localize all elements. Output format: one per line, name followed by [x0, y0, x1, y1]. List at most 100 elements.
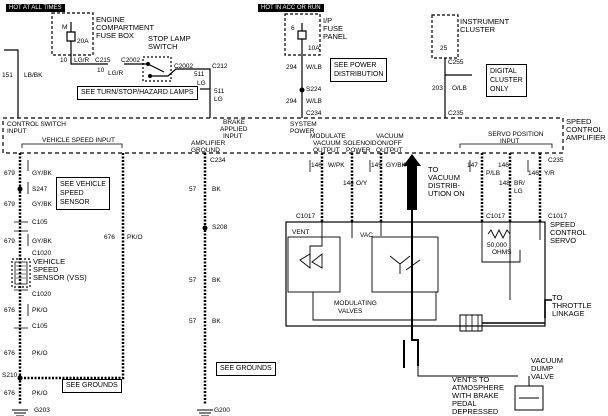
hot-in-acc-run-label: HOT IN ACC OR RUN [258, 4, 324, 12]
wire-511a-color: LG [197, 80, 206, 87]
amp-sol-2: POWER [346, 147, 371, 154]
wire-679c-label: 679 [4, 238, 15, 245]
wire-146b-label: 146 [498, 162, 509, 169]
vss-note-3: SENSOR [60, 199, 90, 206]
power-dist-note: SEE POWER DISTRIBUTION [330, 58, 388, 82]
vac-label: VAC [360, 232, 373, 239]
g200-label: G200 [214, 407, 230, 414]
amp-title-1: SPEED [566, 117, 592, 126]
ip-fuse-num: 6 [291, 25, 295, 32]
wire-57b-label: 57 [189, 277, 197, 284]
stop-lamp-label-2: SWITCH [148, 42, 178, 51]
ip-panel-label-3: PANEL [323, 32, 348, 41]
resistor-label-1: 50,000 [487, 242, 507, 249]
amp-vo-1: VACUUM [376, 133, 404, 140]
wire-511b-label: 511 [214, 88, 225, 95]
wire-511b-color: LG [214, 96, 223, 103]
wire-144-color: O/Y [356, 180, 368, 187]
digital-note-1: DIGITAL [490, 68, 517, 75]
ip-panel-label-1: I/P [323, 16, 333, 25]
c1020a-label: C1020 [32, 250, 52, 257]
wire-676r-label: 676 [104, 234, 115, 241]
wire-679c-color: GY/BK [32, 238, 52, 245]
wire-57b-color: BK [212, 277, 221, 284]
c1020b-label: C1020 [32, 291, 52, 298]
amp-vo-3: OUTPUT [376, 147, 403, 154]
wire-511-lg [150, 68, 211, 118]
amp-sol-1: SOLENOID [343, 140, 377, 147]
throttle-2: THROTTLE [552, 301, 592, 310]
resistor-label-2: OHMS [492, 249, 512, 256]
throttle-3: LINKAGE [552, 309, 585, 318]
fuse-rating: 20A [77, 38, 89, 45]
ip-fuse-rating: 10A [308, 45, 320, 52]
wire-10b-color: LG/R [108, 70, 124, 77]
stop-lamp-label-1: STOP LAMP [148, 34, 191, 43]
amp-csi-2: INPUT [7, 128, 27, 135]
vss-label-1: VEHICLE [33, 257, 66, 266]
servo-outline [285, 221, 546, 327]
wire-10a-label: 10 [60, 57, 68, 64]
c105b-label: C105 [32, 323, 48, 330]
amp-title-3: AMPLIFIER [566, 133, 606, 142]
digital-note-3: ONLY [490, 86, 509, 93]
mod-valves-1: MODULATING [334, 300, 377, 307]
ip-fuse-panel-outline [284, 13, 321, 56]
throttle-1: TO [552, 293, 563, 302]
wire-676-pko [22, 153, 125, 380]
c235a-label: C235 [448, 110, 464, 117]
dump-valve-2: DUMP [531, 364, 554, 373]
wire-294b-color: W/LB [306, 98, 322, 105]
wire-294b-label: 294 [286, 98, 297, 105]
cluster-pin: 25 [440, 45, 448, 52]
stop-lamp-switch-blade [147, 63, 165, 73]
to-vacuum-1: TO [428, 165, 439, 174]
to-vacuum-4: UTION ON [428, 189, 465, 198]
wire-676c-label: 676 [4, 390, 15, 397]
vent-label: VENT [292, 229, 310, 236]
amp-bai-2: APPLIED [220, 126, 248, 133]
digital-cluster-note: DIGITAL CLUSTER ONLY [486, 64, 527, 97]
wire-145-label: 145 [371, 162, 382, 169]
vss-note-2: SPEED [60, 190, 84, 197]
wire-151 [4, 49, 19, 118]
amp-sp-2: POWER [290, 128, 315, 135]
amp-spi-1: SERVO POSITION [488, 131, 544, 138]
wire-676c-color: PK/O [32, 390, 48, 397]
wire-146a-color: W/PK [328, 162, 345, 169]
engine-fuse-box-outline [51, 12, 94, 56]
c215-label: C215 [95, 57, 111, 64]
vss-note-1: SEE VEHICLE [60, 181, 106, 188]
c1017b-label: C1017 [486, 213, 506, 220]
wire-676b-color: PK/O [32, 350, 48, 357]
c1017c-label: C1017 [548, 213, 568, 220]
wire-679a-color: GY/BK [32, 170, 52, 177]
amp-vo-2: ON/OFF [377, 140, 402, 147]
wire-148-color-1: BR/ [514, 180, 525, 187]
wire-57c-color: BK [212, 318, 221, 325]
power-dist-note-1: SEE POWER [334, 62, 377, 69]
vents-5: DEPRESSED [452, 407, 499, 416]
wire-57a-label: 57 [189, 186, 197, 193]
amp-csi-1: CONTROL SWITCH [7, 121, 66, 128]
wire-147-label: 147 [467, 162, 478, 169]
g203-label: G203 [34, 407, 50, 414]
mod-valves-2: VALVES [338, 308, 363, 315]
vents-3: WITH BRAKE [452, 391, 499, 400]
dump-valve-1: VACUUM [531, 356, 563, 365]
wire-203-label: 203 [432, 85, 443, 92]
c2002b-label: C2002 [174, 63, 194, 70]
wire-10a-color: LG/R [74, 57, 90, 64]
wire-294a-label: 294 [286, 64, 297, 71]
hot-at-all-times-label: HOT AT ALL TIMES [6, 4, 65, 12]
amp-ag-2: GROUND [191, 147, 220, 154]
wire-294a-color: W/LB [306, 64, 322, 71]
c1017a-label: C1017 [296, 213, 316, 220]
c2002a-label: C2002 [121, 57, 141, 64]
fuse-box-title-2: COMPARTMENT [96, 23, 155, 32]
wire-679b-label: 679 [4, 201, 15, 208]
wire-676a-color: PK/O [32, 307, 48, 314]
ip-panel-label-2: FUSE [323, 24, 344, 33]
turn-stop-note: SEE TURN/STOP/HAZARD LAMPS [77, 86, 198, 100]
wire-57c-label: 57 [189, 318, 197, 325]
